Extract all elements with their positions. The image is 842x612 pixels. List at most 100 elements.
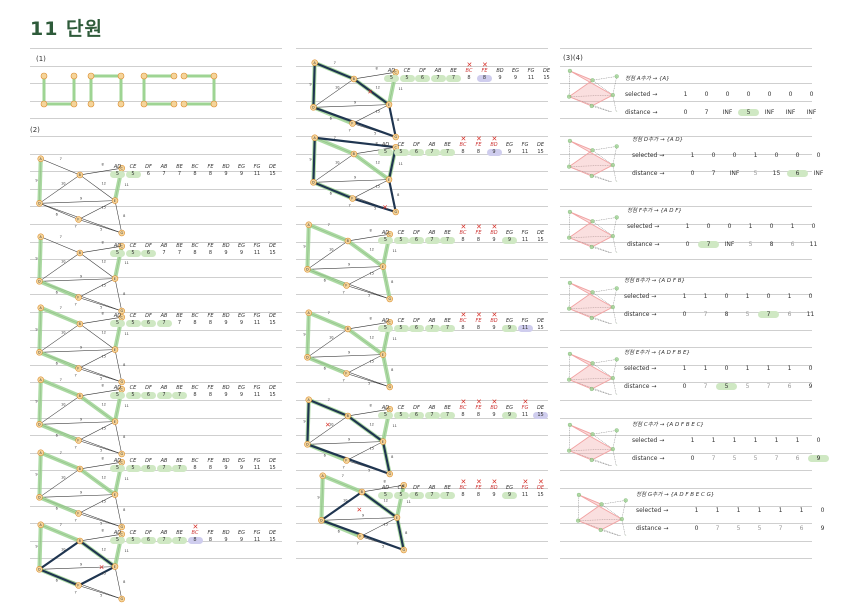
cycle-reject-mark: ✕ (357, 506, 363, 514)
node-label-e: E (382, 265, 384, 269)
edge-weight-label: 12 (102, 181, 106, 185)
edge-weight-label: 15 (102, 427, 106, 431)
edge-weight-label: 15 (102, 206, 106, 210)
edge-weight-label: 7 (328, 223, 330, 227)
edge-weight-label: 9 (80, 562, 82, 566)
reject-x-icon: ✕ (461, 136, 467, 143)
edge-weight-label: 8 (102, 457, 104, 461)
reject-x-icon: ✕ (476, 224, 482, 231)
reject-x-icon: ✕ (523, 479, 529, 486)
edge-weight-label: 12 (102, 547, 106, 551)
edge-weight-label: 11 (124, 477, 128, 481)
cycle-reject-mark: ✕ (367, 88, 373, 96)
edge-weight-label: 6 (56, 506, 58, 510)
reject-x-icon: ✕ (467, 62, 473, 69)
edge-weight-label: 12 (102, 402, 106, 406)
edge-weight-label: 9 (80, 345, 82, 349)
edge-weight-label: 7 (75, 591, 77, 595)
edge-weight-label: 6 (56, 578, 58, 582)
reject-x-icon: ✕ (492, 479, 498, 486)
reject-x-icon: ✕ (476, 399, 482, 406)
edge-weight-label: 8 (391, 280, 393, 284)
edge-weight-label: 9 (317, 496, 319, 500)
edge-weight-label: 11 (392, 424, 396, 428)
edge-weight-label: 12 (376, 85, 380, 89)
reject-x-icon: ✕ (492, 312, 498, 319)
edge-weight-label: 7 (343, 291, 345, 295)
edge-weight-label: 9 (35, 328, 37, 332)
node-label-b: B (79, 322, 81, 326)
node-label-e: E (114, 493, 116, 497)
edge-weight-label: 9 (35, 179, 37, 183)
node-label-e: E (388, 178, 390, 182)
edge-weight-label: 7 (357, 542, 359, 546)
edge-weight-label: 8 (370, 229, 372, 233)
edge-weight-label: 9 (35, 400, 37, 404)
edge-weight-label: 12 (384, 498, 388, 502)
node-label-e: E (396, 516, 398, 520)
edge-weight-label: 10 (343, 498, 347, 502)
node-label-f: F (77, 218, 79, 222)
reject-x-icon: ✕ (461, 479, 467, 486)
edge-weight-label: 9 (80, 196, 82, 200)
edge-weight-label: 6 (324, 278, 326, 282)
edge-weight-label: 8 (370, 404, 372, 408)
edge-weight-label: 8 (123, 214, 125, 218)
edge-weight-label: 7 (343, 379, 345, 383)
reject-x-icon: ✕ (476, 479, 482, 486)
edge-weight-label: 8 (102, 163, 104, 167)
edge-weight-label: 7 (349, 204, 351, 208)
node-label-b: B (353, 152, 355, 156)
edge-weight-label: 10 (61, 547, 65, 551)
edge-weight-label: 9 (303, 420, 305, 424)
edge-weight-label: 7 (60, 306, 62, 310)
